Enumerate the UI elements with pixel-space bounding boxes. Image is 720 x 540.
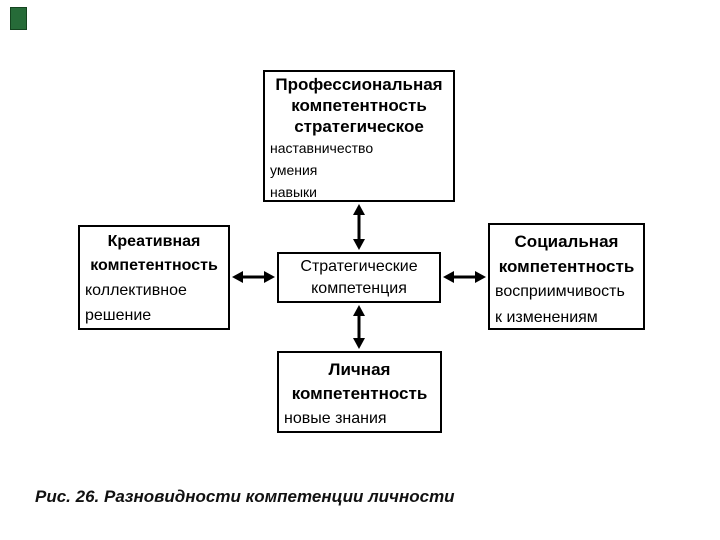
box-title-line: компетентность [498, 257, 635, 276]
box-body-line: восприимчивость [495, 283, 625, 300]
double-arrow-vertical-top-icon [353, 204, 365, 250]
personal-competence-box: Личная компетентность новые знания [277, 351, 442, 433]
double-arrow-vertical-bottom-icon [353, 305, 365, 349]
box-title-line: Личная [328, 360, 391, 379]
box-body-line: новые знания [284, 410, 387, 427]
professional-competence-box: Профессиональная компетентность стратеги… [263, 70, 455, 202]
box-body-line: наставничество [270, 140, 374, 156]
double-arrow-horizontal-right-icon [443, 271, 486, 283]
box-body-line: коллективное [85, 282, 187, 299]
strategic-competence-box: Стратегические компетенция [277, 252, 441, 303]
double-arrow-horizontal-left-icon [232, 271, 275, 283]
figure-caption: Рис. 26. Разновидности компетенции лично… [35, 487, 455, 506]
box-body-line: навыки [270, 184, 317, 200]
box-body-line: умения [270, 162, 318, 178]
box-body-line: к изменениям [495, 309, 598, 326]
box-title-line: компетентность [291, 96, 427, 115]
green-corner-marker [10, 7, 27, 30]
box-title-line: Стратегические [300, 258, 418, 275]
box-title-line: Социальная [514, 232, 619, 251]
box-title-line: компетентность [90, 257, 218, 274]
creative-competence-box: Креативная компетентность коллективное р… [78, 225, 230, 330]
box-title-line: компетенция [311, 280, 407, 297]
box-title-line: компетентность [291, 384, 428, 403]
box-title-line: Профессиональная [275, 75, 443, 94]
box-title-line: стратегическое [294, 117, 424, 136]
box-body-line: решение [85, 307, 152, 324]
box-title-line: Креативная [107, 233, 201, 250]
social-competence-box: Социальная компетентность восприимчивост… [488, 223, 645, 330]
